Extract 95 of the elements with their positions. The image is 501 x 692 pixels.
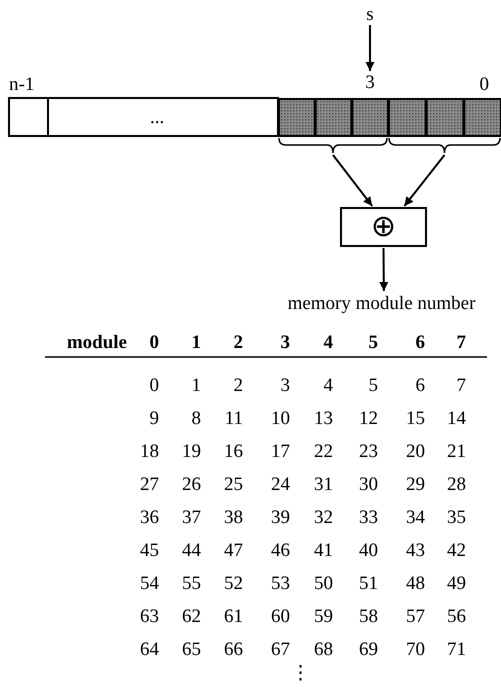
column-header: 3 (280, 333, 290, 352)
table-value: 51 (359, 574, 378, 593)
table-value: 13 (314, 409, 333, 428)
table-value: 45 (140, 541, 159, 560)
table-value: 52 (224, 574, 243, 593)
column-header: 5 (368, 333, 378, 352)
table-value: 27 (140, 475, 159, 494)
xor-box: ⊕ (340, 207, 427, 247)
table-value: 15 (406, 409, 425, 428)
table-value: 50 (314, 574, 333, 593)
table-value: 65 (182, 640, 201, 659)
table-value: 8 (192, 409, 201, 428)
table-value: 57 (406, 607, 425, 626)
table-value: 60 (271, 607, 290, 626)
table-value: 54 (140, 574, 159, 593)
table-value: 64 (140, 640, 159, 659)
table-value: 23 (359, 442, 378, 461)
table-value: 42 (447, 541, 466, 560)
table-value: 24 (271, 475, 290, 494)
table-value: 70 (406, 640, 425, 659)
table-value: 44 (182, 541, 201, 560)
column-header: 1 (192, 333, 201, 352)
table-value: 11 (224, 409, 243, 428)
table-value: 0 (150, 376, 159, 395)
table-value: 10 (271, 409, 290, 428)
table-value: 2 (234, 376, 243, 395)
table-value: 35 (447, 508, 466, 527)
table-value: 9 (150, 409, 159, 428)
table-value: 1 (192, 376, 201, 395)
bit-field (278, 98, 388, 154)
table-value: 16 (224, 442, 243, 461)
table-value: 43 (406, 541, 425, 560)
table-value: 21 (447, 442, 466, 461)
arrow (379, 248, 388, 292)
ellipsis: ⋮ (291, 664, 310, 683)
bit-field (388, 98, 501, 154)
table-value: 69 (359, 640, 378, 659)
output-label: memory module number (262, 292, 501, 314)
table-value: 67 (271, 640, 290, 659)
table-value: 47 (224, 541, 243, 560)
table-value: 53 (271, 574, 290, 593)
table-value: 20 (406, 442, 425, 461)
arrow (366, 25, 374, 71)
column-header: 0 (150, 333, 159, 352)
table-value: 25 (224, 475, 243, 494)
table-value: 55 (182, 574, 201, 593)
table-value: 6 (416, 376, 425, 395)
table-value: 34 (406, 508, 425, 527)
bit-index: 3 (362, 72, 378, 92)
table-value: 39 (271, 508, 290, 527)
row-header: module (66, 333, 127, 352)
table-value: 30 (359, 475, 378, 494)
table-value: 29 (406, 475, 425, 494)
table-value: 71 (447, 640, 466, 659)
table-value: 49 (447, 574, 466, 593)
bit-index: 0 (480, 75, 489, 94)
arrow (404, 154, 446, 207)
column-header: 2 (234, 333, 243, 352)
table-value: 14 (447, 409, 466, 428)
table-value: 4 (324, 376, 333, 395)
table-value: 61 (224, 607, 243, 626)
table-value: 7 (456, 376, 466, 395)
table-value: 62 (182, 607, 201, 626)
ellipsis: ... (150, 108, 164, 127)
column-header: 7 (456, 333, 466, 352)
column-header: 4 (324, 333, 333, 352)
table-value: 5 (368, 376, 378, 395)
variable-label: s (362, 4, 378, 24)
table-value: 17 (271, 442, 290, 461)
table-value: 68 (314, 640, 333, 659)
arrow (332, 154, 373, 207)
table-value: 37 (182, 508, 201, 527)
table-value: 46 (271, 541, 290, 560)
table-value: 38 (224, 508, 243, 527)
table-value: 32 (314, 508, 333, 527)
table-value: 56 (447, 607, 466, 626)
column-header: 6 (416, 333, 425, 352)
table-value: 40 (359, 541, 378, 560)
table-value: 3 (280, 376, 290, 395)
table-value: 26 (182, 475, 201, 494)
table-value: 31 (314, 475, 333, 494)
table-value: 48 (406, 574, 425, 593)
table-value: 63 (140, 607, 159, 626)
bit-index: n-1 (9, 75, 34, 94)
table-value: 12 (359, 409, 378, 428)
table-value: 66 (224, 640, 243, 659)
table-value: 58 (359, 607, 378, 626)
table-value: 59 (314, 607, 333, 626)
table-value: 41 (314, 541, 333, 560)
table-value: 22 (314, 442, 333, 461)
table-value: 19 (182, 442, 201, 461)
table-value: 33 (359, 508, 378, 527)
table-value: 18 (140, 442, 159, 461)
table-value: 28 (447, 475, 466, 494)
table-value: 36 (140, 508, 159, 527)
